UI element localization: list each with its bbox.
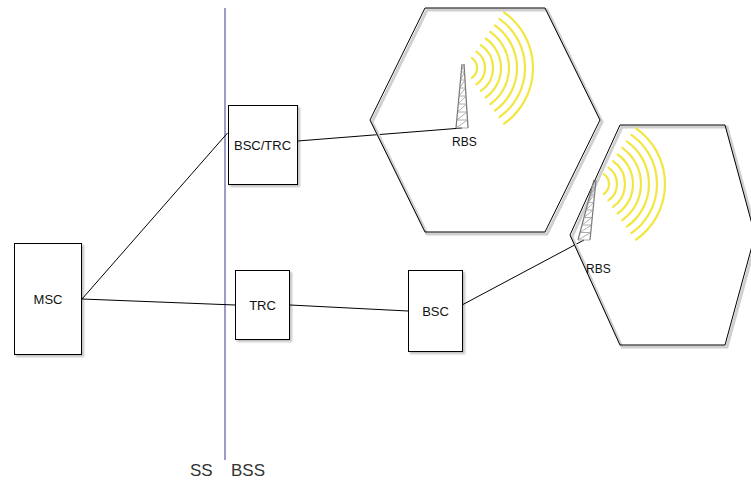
- radio-waves: [604, 128, 665, 239]
- node-label: TRC: [249, 298, 276, 313]
- node-label: BSC/TRC: [234, 138, 291, 153]
- subsystem-label: BSS: [231, 461, 265, 481]
- node-label: RBS: [586, 262, 611, 277]
- subsystem-label: SS: [190, 461, 213, 481]
- node-label: RBS: [452, 135, 477, 150]
- cell-hexagon: RBS: [370, 8, 600, 232]
- transcoder-box: TRC: [235, 270, 290, 340]
- controller-box: BSC/TRC: [228, 105, 298, 185]
- link-line: [290, 305, 408, 311]
- divider-line: [224, 8, 225, 460]
- cell-hexagon: RBS: [570, 125, 751, 345]
- node-label: BSC: [422, 304, 449, 319]
- antenna-tower: [456, 64, 468, 128]
- link-line: [82, 133, 228, 299]
- controller-box: BSC: [408, 270, 463, 352]
- switching-box: MSC: [14, 243, 82, 355]
- cell-outline: [370, 8, 600, 232]
- antenna-tower: [578, 180, 596, 240]
- link-line: [463, 240, 584, 304]
- radio-waves: [472, 12, 533, 123]
- link-line: [82, 299, 235, 305]
- cell-outline: [570, 125, 751, 345]
- node-label: MSC: [34, 292, 63, 307]
